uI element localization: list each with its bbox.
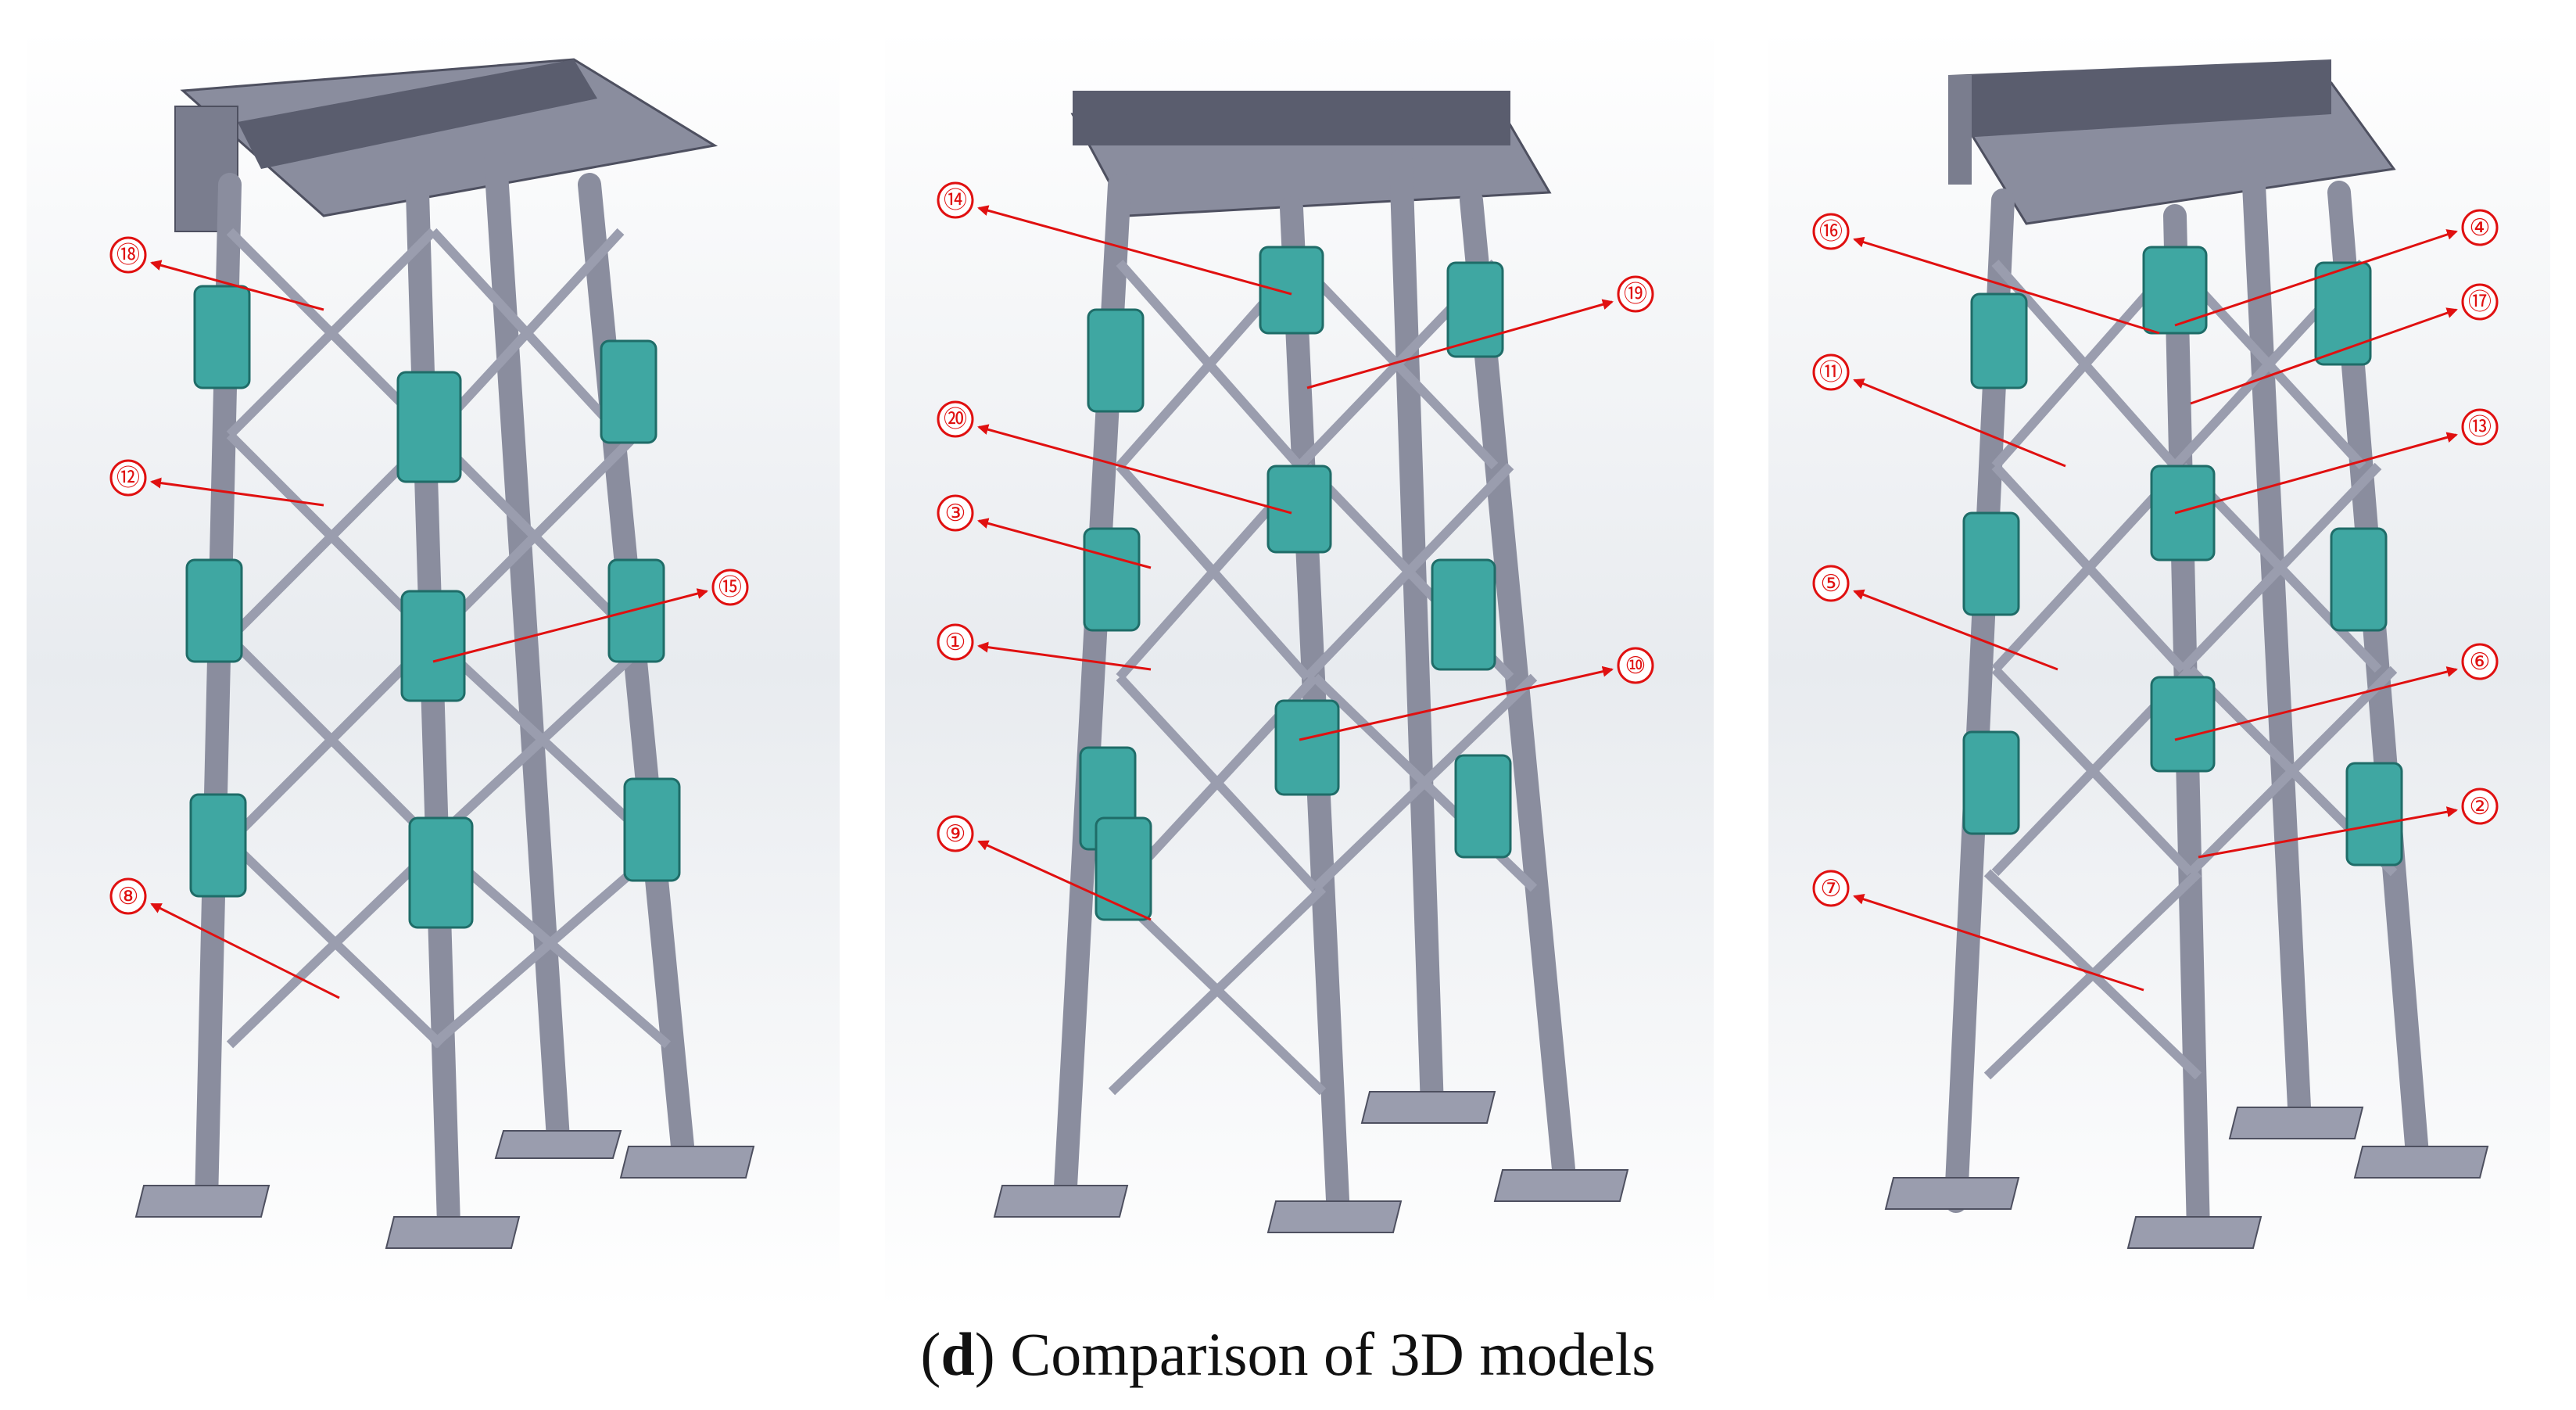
label-circle bbox=[109, 459, 147, 497]
label-1: ① bbox=[945, 629, 966, 656]
arrow bbox=[2174, 666, 2458, 741]
label-circle bbox=[1812, 353, 1850, 391]
label-circle bbox=[2461, 408, 2499, 446]
arrow bbox=[2190, 307, 2458, 405]
label-circle bbox=[937, 623, 974, 661]
foot-plates bbox=[134, 1130, 755, 1249]
model-2-render: ⑭ ⑲ ⑳ ③ ① ⑩ ⑨ bbox=[885, 28, 1714, 1311]
label-12: ⑫ bbox=[116, 465, 140, 492]
panel-background bbox=[1768, 28, 2550, 1311]
model-2-panel: ⑭ ⑲ ⑳ ③ ① ⑩ ⑨ bbox=[885, 28, 1714, 1311]
label-4: ④ bbox=[2470, 214, 2491, 242]
label-circle bbox=[2461, 209, 2499, 246]
top-beam bbox=[1073, 91, 1510, 145]
arrow bbox=[1853, 379, 2066, 468]
arrow bbox=[2174, 432, 2458, 515]
label-circle bbox=[1617, 647, 1654, 684]
arrow bbox=[977, 518, 1152, 569]
label-circle bbox=[2461, 788, 2499, 825]
label-6: ⑥ bbox=[2470, 648, 2491, 676]
label-circle bbox=[937, 494, 974, 532]
label-circle bbox=[1812, 870, 1850, 907]
label-8: ⑧ bbox=[118, 883, 139, 910]
arrow bbox=[2174, 229, 2458, 327]
arrow bbox=[1853, 894, 2144, 992]
label-14: ⑭ bbox=[944, 187, 967, 214]
label-18: ⑱ bbox=[116, 242, 140, 269]
arrow bbox=[1299, 666, 1614, 741]
label-13: ⑬ bbox=[2468, 414, 2492, 441]
label-10: ⑩ bbox=[1625, 652, 1646, 680]
label-circle bbox=[1617, 275, 1654, 313]
label-circle bbox=[109, 236, 147, 274]
label-2: ② bbox=[2470, 793, 2491, 820]
arrow bbox=[1853, 589, 2058, 671]
braces bbox=[1108, 259, 1538, 1096]
top-beam bbox=[1948, 59, 2331, 138]
annotations: ⑭ ⑲ ⑳ ③ ① ⑩ ⑨ bbox=[937, 181, 1654, 921]
label-19: ⑲ bbox=[1624, 281, 1647, 308]
label-3: ③ bbox=[945, 500, 966, 527]
end-plate bbox=[1948, 75, 1972, 185]
arrow bbox=[977, 840, 1152, 921]
label-circle bbox=[937, 400, 974, 438]
annotations: ⑱ ⑫ ⑮ ⑧ bbox=[109, 236, 749, 999]
model-1-panel: ⑱ ⑫ ⑮ ⑧ bbox=[27, 28, 840, 1311]
label-circle bbox=[2461, 283, 2499, 321]
label-15: ⑮ bbox=[718, 574, 742, 601]
label-17: ⑰ bbox=[2468, 289, 2492, 316]
arrow bbox=[150, 477, 324, 507]
arrow bbox=[977, 205, 1292, 296]
foot-plates bbox=[993, 1091, 1629, 1233]
label-circle bbox=[1812, 213, 1850, 250]
label-circle bbox=[2461, 643, 2499, 680]
model-3-render: ⑯ ④ ⑰ ⑪ ⑬ ⑤ ⑥ ② ⑦ bbox=[1768, 28, 2550, 1311]
arrow bbox=[977, 641, 1152, 671]
label-16: ⑯ bbox=[1819, 218, 1843, 246]
arrow bbox=[432, 588, 708, 663]
arrow bbox=[2198, 806, 2458, 859]
arrow bbox=[1853, 236, 2160, 335]
label-circle bbox=[109, 877, 147, 915]
arrow bbox=[977, 424, 1292, 515]
label-7: ⑦ bbox=[1821, 875, 1842, 902]
annotations: ⑯ ④ ⑰ ⑪ ⑬ ⑤ ⑥ ② ⑦ bbox=[1812, 209, 2499, 992]
figure-caption: (d) Comparison of 3D models bbox=[920, 1320, 1656, 1388]
arrow bbox=[150, 260, 324, 311]
label-circle bbox=[937, 815, 974, 852]
joint-plates bbox=[185, 285, 681, 929]
label-20: ⑳ bbox=[944, 406, 967, 433]
label-circle bbox=[937, 181, 974, 219]
foot-plates bbox=[1884, 1107, 2489, 1249]
arrow bbox=[150, 902, 340, 999]
label-11: ⑪ bbox=[1819, 359, 1843, 386]
label-circle bbox=[711, 569, 749, 606]
model-3-panel: ⑯ ④ ⑰ ⑪ ⑬ ⑤ ⑥ ② ⑦ bbox=[1768, 28, 2550, 1311]
model-1-render: ⑱ ⑫ ⑮ ⑧ bbox=[27, 28, 840, 1311]
label-5: ⑤ bbox=[1821, 570, 1842, 597]
label-9: ⑨ bbox=[945, 820, 966, 848]
caption-text: Comparison of 3D models bbox=[1010, 1320, 1656, 1388]
caption-letter: d bbox=[940, 1320, 975, 1388]
arrow bbox=[1306, 299, 1614, 389]
joint-plates bbox=[1962, 246, 2403, 866]
top-beam bbox=[238, 59, 597, 169]
label-circle bbox=[1812, 565, 1850, 602]
